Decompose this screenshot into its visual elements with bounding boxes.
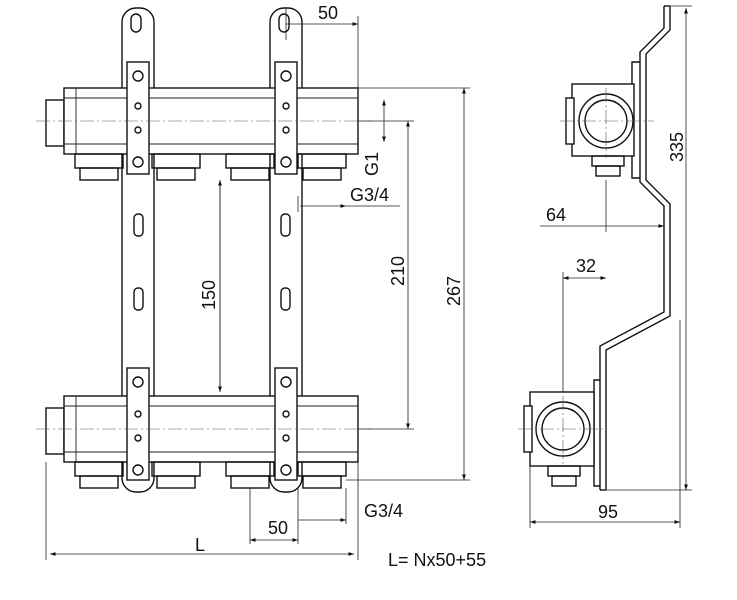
- dim-top-pitch-label: 50: [318, 3, 338, 23]
- dim-g1-label: G1: [362, 152, 382, 176]
- side-lower-pipe: [523, 391, 595, 487]
- dim-210-label: 210: [388, 256, 408, 286]
- dim-95-label: 95: [598, 502, 618, 522]
- dim-bottom-pitch-label: 50: [268, 518, 288, 538]
- front-view: 50 G1 G3/4 150 210 267 G3/4 50 L L= Nx50…: [36, 3, 486, 570]
- dim-g34-top-label: G3/4: [350, 185, 389, 205]
- dim-32-label: 32: [576, 256, 596, 276]
- center-lines: [36, 120, 372, 430]
- lower-manifold-bar: [45, 367, 359, 489]
- side-view: 335 64 32 95: [518, 5, 692, 528]
- dim-267-label: 267: [444, 276, 464, 306]
- dim-length-label: L: [195, 535, 205, 555]
- dim-g34-bottom-label: G3/4: [364, 501, 403, 521]
- dim-64-label: 64: [546, 205, 566, 225]
- side-bracket-profile: [599, 6, 671, 490]
- length-formula: L= Nx50+55: [388, 550, 486, 570]
- dim-335-label: 335: [667, 132, 687, 162]
- side-upper-pipe: [565, 83, 635, 177]
- dim-150-label: 150: [199, 280, 219, 310]
